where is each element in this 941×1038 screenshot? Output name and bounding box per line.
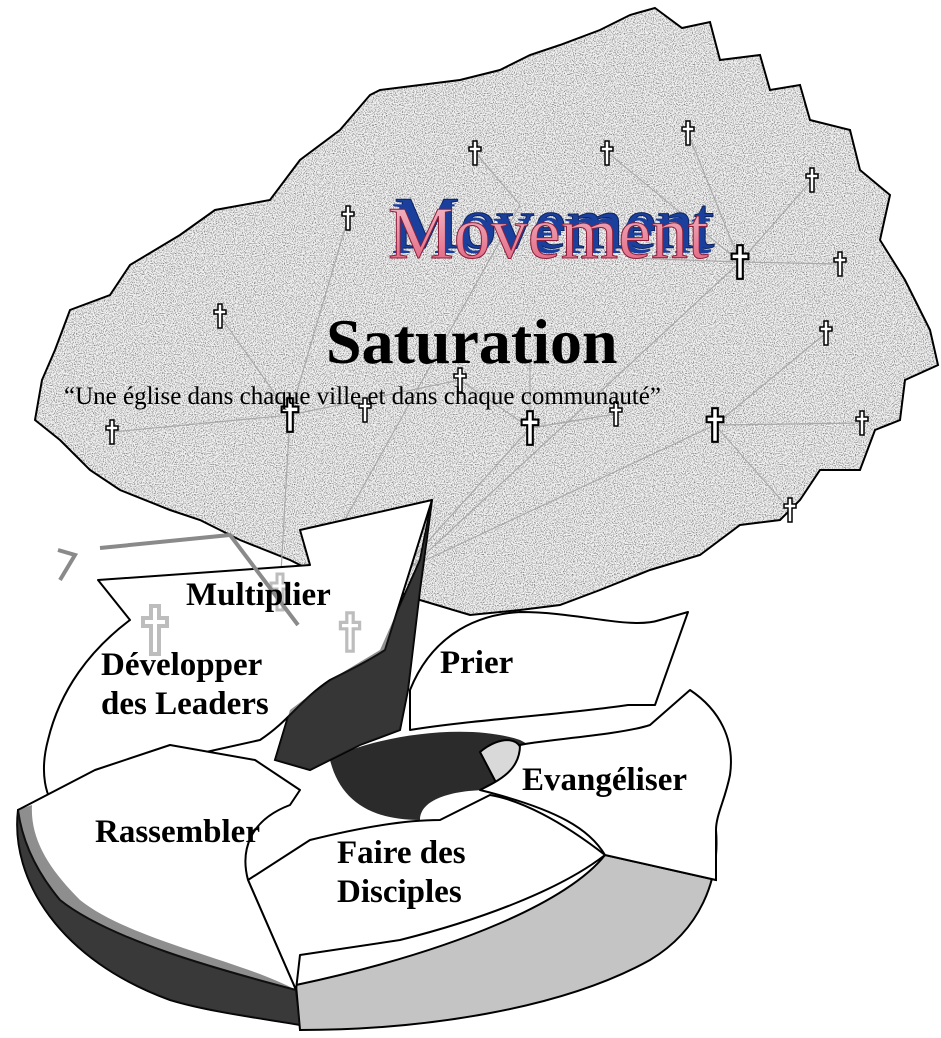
step-faire-label-line1: Faire des [337,835,466,871]
bracket-line [57,532,300,627]
step-faire-label-line2: Disciples [337,874,462,910]
church-cross-icon [453,367,467,393]
church-cross-icon [213,303,227,329]
logo-word: Movement [388,193,709,275]
arrow-prier [409,611,689,731]
step-rassembler-label: Rassembler [95,814,260,850]
step-developper-label-line1: Développer [101,647,263,683]
faded-crosses [141,572,362,656]
church-cross-icon [783,497,797,523]
church-cross-icon [681,120,695,146]
step-prier-label: Prier [440,645,514,681]
step-developper-label-line2: des Leaders [101,686,269,722]
page-title: Saturation [326,306,618,377]
step-multiplier-label: Multiplier [186,577,331,613]
logo-wordart-icon: Movement Movement Movement [388,183,716,276]
church-cross-icon [520,410,540,446]
church-cross-icon [105,419,119,445]
church-cross-icon [341,205,355,231]
church-cross-icon [833,251,847,277]
church-cross-icon [805,167,819,193]
church-cross-icon [600,140,614,166]
church-cross-icon [609,401,623,427]
church-cross-icon [338,611,362,653]
church-cross-icon [819,320,833,346]
logo-extrude-mid: Movement [391,188,712,270]
church-cross-icon [855,410,869,436]
church-cross-icon [141,604,169,656]
church-cross-icon [730,244,750,280]
logo-extrude-shadow: Movement [394,183,715,265]
step-evangeliser-label: Evangéliser [522,762,687,798]
shading [17,500,432,1025]
arrow-evangeliser [479,689,732,881]
church-cross-icon [468,140,482,166]
subtitle: “Une église dans chaque ville et dans ch… [64,383,661,410]
church-cross-icon [358,397,372,423]
church-cross-icon [269,572,291,612]
church-crosses [105,120,869,523]
arrow-faire-disciples [247,794,606,991]
church-cross-icon [705,407,725,443]
church-cross-icon [280,397,300,433]
